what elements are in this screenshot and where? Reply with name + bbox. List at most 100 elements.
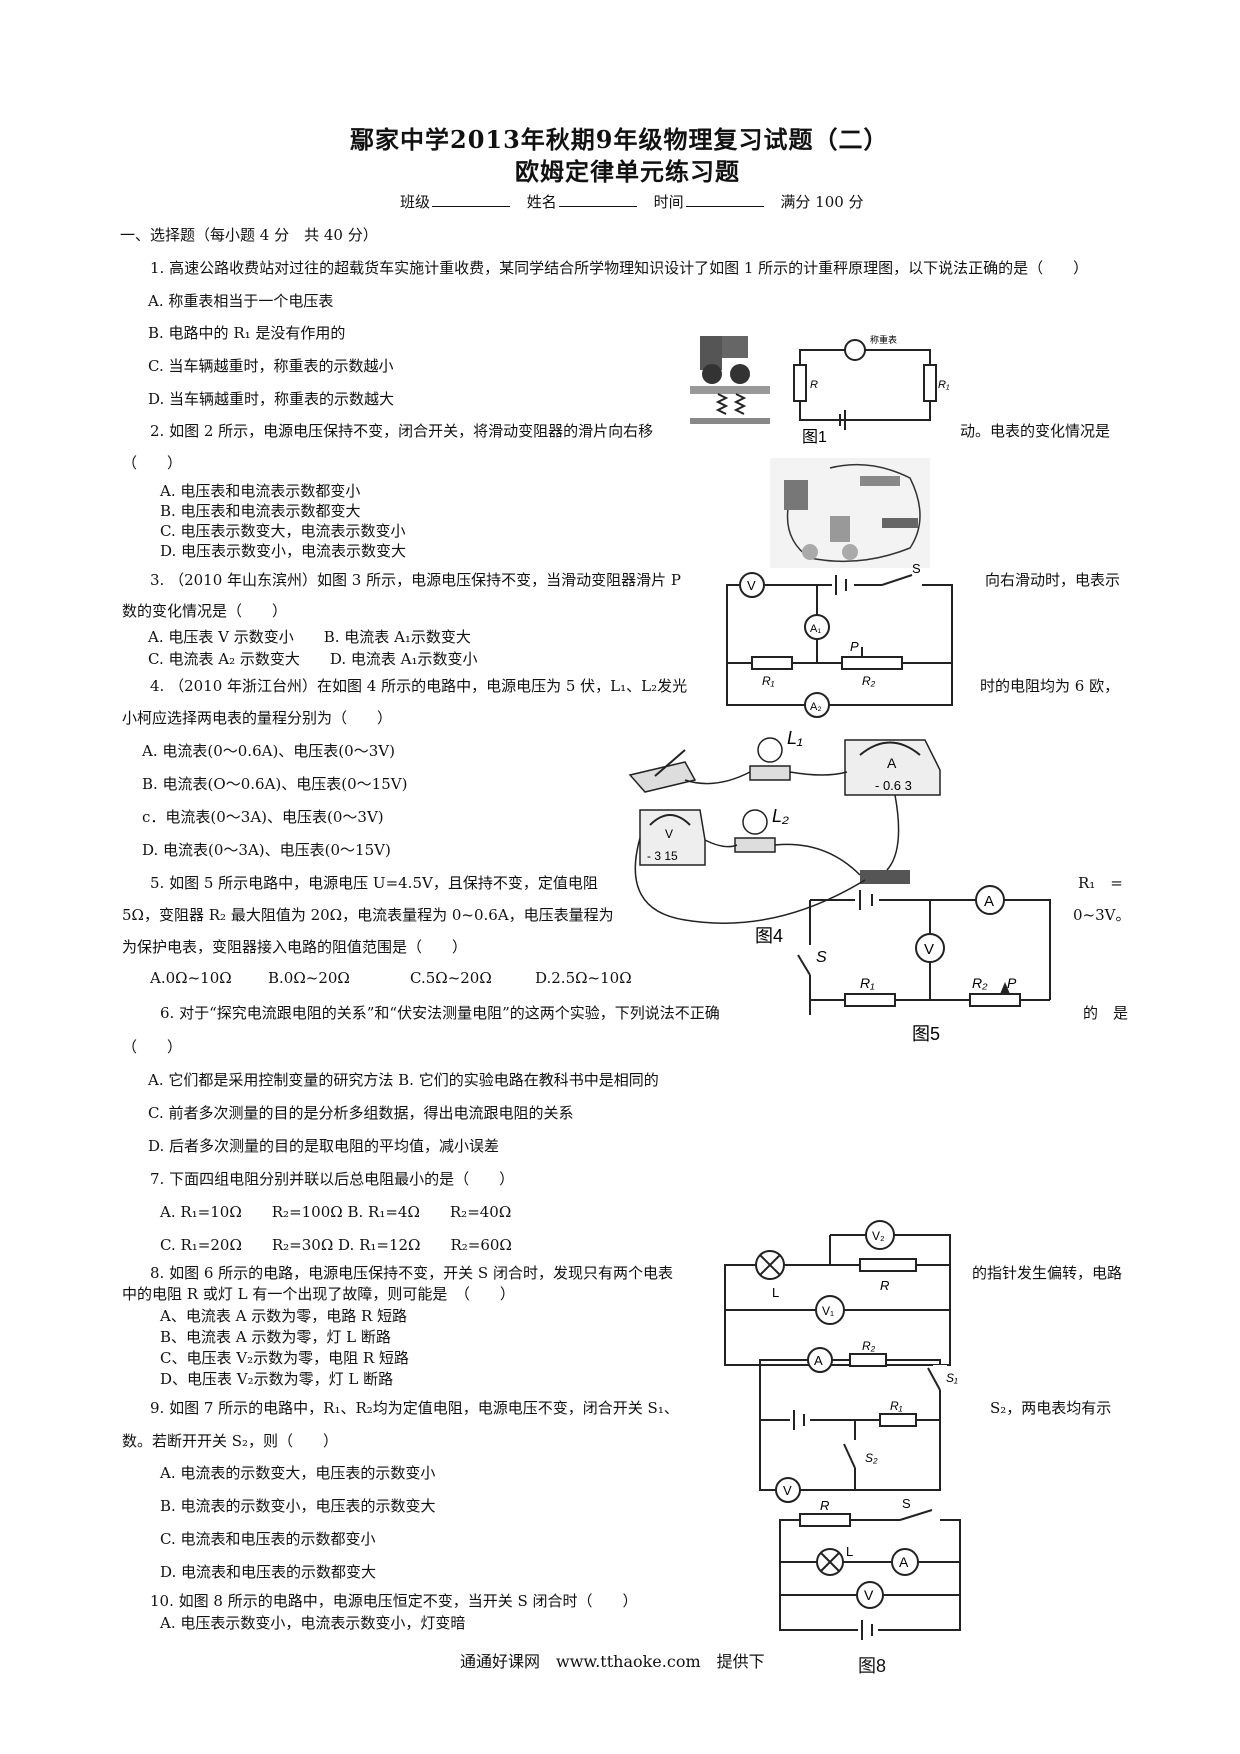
q2-stem-right: 动。电表的变化情况是 — [960, 422, 1111, 440]
q2-stem-left: 2. 如图 2 所示，电源电压保持不变，闭合开关，将滑动变阻器的滑片向右移 — [150, 422, 654, 440]
q5-stem-3: 为保护电表，变阻器接入电路的阻值范围是（ ） — [122, 938, 468, 956]
q6-stem-left: 6. 对于“探究电流跟电阻的关系”和“伏安法测量电阻”的这两个实验，下列说法不正… — [160, 1004, 720, 1022]
fig3-p-label: P — [850, 639, 859, 654]
time-label: 时间 — [653, 193, 684, 211]
figure-5: S A V R₁ R₂ P 图5 — [797, 885, 1051, 1044]
fig4-terminals-063: - 0.6 3 — [875, 778, 912, 793]
fig8-v-label: V — [864, 1587, 874, 1603]
page-subtitle: 欧姆定律单元练习题 — [515, 157, 740, 186]
fig5-p-label: P — [1007, 975, 1017, 991]
figure-1-caption: 图1 — [802, 429, 827, 446]
fig4-a-label: A — [887, 755, 897, 771]
fig6-l-label: L — [772, 1285, 779, 1300]
section-heading: 一、选择题（每小题 4 分 共 40 分） — [120, 226, 378, 244]
q8-option-c: C、电压表 V₂示数为零，电阻 R 短路 — [160, 1349, 409, 1367]
q9-stem-2: 数。若断开开关 S₂，则（ ） — [122, 1432, 339, 1450]
fig4-v-label: V — [665, 827, 673, 841]
figure-1: 称重表 R R₁ 图1 — [690, 334, 950, 446]
fig3-a2-label: A₂ — [810, 701, 822, 713]
fig5-r2-label: R₂ — [972, 975, 988, 991]
fig3-s-label: S — [912, 561, 921, 576]
q8-stem-right: 的指针发生偏转，电路 — [972, 1264, 1123, 1282]
class-label: 班级 — [400, 193, 431, 211]
figure-7: A R₂ S₁ R₁ S₂ V — [759, 1339, 958, 1503]
q9-stem-right: S₂，两电表均有示 — [990, 1399, 1112, 1417]
fig3-r2-label: R₂ — [862, 674, 876, 688]
footer-credit: 通通好课网 www.tthaoke.com 提供下 — [460, 1652, 765, 1671]
fig7-s1-label: S₁ — [946, 1371, 958, 1385]
q9-option-b: B. 电流表的示数变小，电压表的示数变大 — [160, 1497, 436, 1515]
figure-8: R S L A V — [779, 1496, 961, 1640]
name-field[interactable] — [558, 192, 637, 207]
q1-option-d: D. 当车辆越重时，称重表的示数越大 — [148, 390, 395, 408]
q6-option-d: D. 后者多次测量的目的是取电阻的平均值，减小误差 — [148, 1137, 500, 1155]
fig5-s-label: S — [816, 949, 827, 966]
q1-option-a: A. 称重表相当于一个电压表 — [148, 292, 334, 310]
q6-stem-right: 的 是 — [1083, 1004, 1129, 1022]
class-field[interactable] — [432, 192, 511, 207]
q7-options-ab: A. R₁=10Ω R₂=100Ω B. R₁=4Ω R₂=40Ω — [160, 1203, 512, 1221]
q2-option-a: A. 电压表和电流表示数都变小 — [160, 482, 361, 500]
fig3-v-label: V — [747, 578, 756, 593]
fig4-l1-label: L₁ — [787, 728, 803, 748]
q3-options-cd: C. 电流表 A₂ 示数变大 D. 电流表 A₁示数变小 — [148, 650, 478, 668]
q2-option-d: D. 电压表示数变小，电流表示数变大 — [160, 542, 407, 560]
figure-4-caption: 图4 — [755, 926, 783, 946]
time-field[interactable] — [685, 192, 764, 207]
q1-option-c: C. 当车辆越重时，称重表的示数越小 — [148, 357, 394, 375]
figure-4: L₁ A - 0.6 3 V - 3 15 L₂ 图4 — [628, 728, 941, 946]
q4-stem-left: 4. （2010 年浙江台州）在如图 4 所示的电路中，电源电压为 5 伏，L₁… — [150, 677, 688, 695]
q5-option-b: B.0Ω~20Ω — [268, 969, 350, 987]
q8-option-d: D、电压表 V₂示数为零，灯 L 断路 — [160, 1370, 394, 1388]
q8-stem-left: 8. 如图 6 所示的电路，电源电压保持不变，开关 S 闭合时，发现只有两个电表 — [150, 1264, 673, 1282]
fig8-a-label: A — [899, 1554, 909, 1570]
q7-options-cd: C. R₁=20Ω R₂=30Ω D. R₁=12Ω R₂=60Ω — [160, 1236, 512, 1254]
fig6-v2-label: V₂ — [872, 1229, 885, 1243]
q3-stem-left: 3. （2010 年山东滨州）如图 3 所示，电源电压保持不变，当滑动变阻器滑片… — [150, 571, 681, 589]
student-info-line: 班级 姓名 时间 满分 100 分 — [400, 191, 864, 212]
q5-option-a: A.0Ω~10Ω — [150, 969, 232, 987]
q6-option-ab: A. 它们都是采用控制变量的研究方法 B. 它们的实验电路在教科书中是相同的 — [148, 1071, 659, 1089]
q1-option-b: B. 电路中的 R₁ 是没有作用的 — [148, 324, 346, 342]
q9-option-c: C. 电流表和电压表的示数都变小 — [160, 1530, 376, 1548]
full-score: 满分 100 分 — [780, 193, 864, 211]
q2-option-c: C. 电压表示数变大，电流表示数变小 — [160, 522, 406, 540]
fig8-r-label: R — [820, 1498, 829, 1513]
q3-stem-right: 向右滑动时，电表示 — [985, 571, 1121, 589]
q5-stem-2-left: 5Ω，变阻器 R₂ 最大阻值为 20Ω，电流表量程为 0~0.6A，电压表量程为 — [122, 906, 614, 924]
fig3-a1-label: A₁ — [810, 623, 821, 635]
q4-option-d: D. 电流表(0～3A)、电压表(0～15V) — [142, 841, 391, 859]
fig5-v-label: V — [924, 941, 934, 958]
q8-stem-2: 中的电阻 R 或灯 L 有一个出现了故障，则可能是 （ ） — [122, 1285, 515, 1303]
q6-option-c: C. 前者多次测量的目的是分析多组数据，得出电流跟电阻的关系 — [148, 1104, 574, 1122]
figure-6: V₂ L R V₁ — [724, 1220, 951, 1366]
q2-paren: （ ） — [122, 454, 183, 472]
fig7-s2-label: S₂ — [865, 1451, 878, 1465]
q1-stem: 1. 高速公路收费站对过往的超载货车实施计重收费，某同学结合所学物理知识设计了如… — [150, 259, 1089, 277]
fig7-a-label: A — [814, 1353, 823, 1368]
q3-options-ab: A. 电压表 V 示数变小 B. 电流表 A₁示数变大 — [148, 628, 471, 646]
q8-option-a: A、电流表 A 示数为零，电路 R 短路 — [160, 1307, 408, 1325]
truck-image — [690, 336, 770, 424]
fig5-a-label: A — [984, 893, 994, 910]
q4-option-a: A. 电流表(0～0.6A)、电压表(0～3V) — [142, 742, 395, 760]
q5-option-d: D.2.5Ω~10Ω — [535, 969, 632, 987]
q9-stem-left: 9. 如图 7 所示的电路中，R₁、R₂均为定值电阻，电源电压不变，闭合开关 S… — [150, 1399, 679, 1417]
page-title: 鄢家中学2013年秋期9年级物理复习试题（二） — [350, 125, 889, 154]
fig6-v1-label: V₁ — [822, 1304, 834, 1318]
fig8-l-label: L — [846, 1544, 853, 1559]
q10-option-a: A. 电压表示数变小，电流表示数变小，灯变暗 — [160, 1614, 466, 1632]
q4-stem-2: 小柯应选择两电表的量程分别为（ ） — [122, 709, 393, 727]
fig6-r-label: R — [880, 1278, 889, 1293]
figure-2 — [770, 458, 930, 568]
fig4-terminals-315: - 3 15 — [647, 849, 678, 863]
q5-stem-2-right: 0~3V。 — [1073, 906, 1131, 924]
q4-option-b: B. 电流表(O～0.6A)、电压表(0～15V) — [142, 775, 408, 793]
fig1-r-label: R — [810, 379, 818, 391]
q10-stem: 10. 如图 8 所示的电路中，电源电压恒定不变，当开关 S 闭合时（ ） — [150, 1592, 638, 1610]
q9-option-a: A. 电流表的示数变大，电压表的示数变小 — [160, 1464, 436, 1482]
fig8-s-label: S — [902, 1496, 911, 1511]
q6-paren: （ ） — [122, 1038, 183, 1056]
figure-3: V S A₁ R₁ R₂ P A₂ — [726, 561, 953, 718]
q8-option-b: B、电流表 A 示数为零，灯 L 断路 — [160, 1328, 391, 1346]
